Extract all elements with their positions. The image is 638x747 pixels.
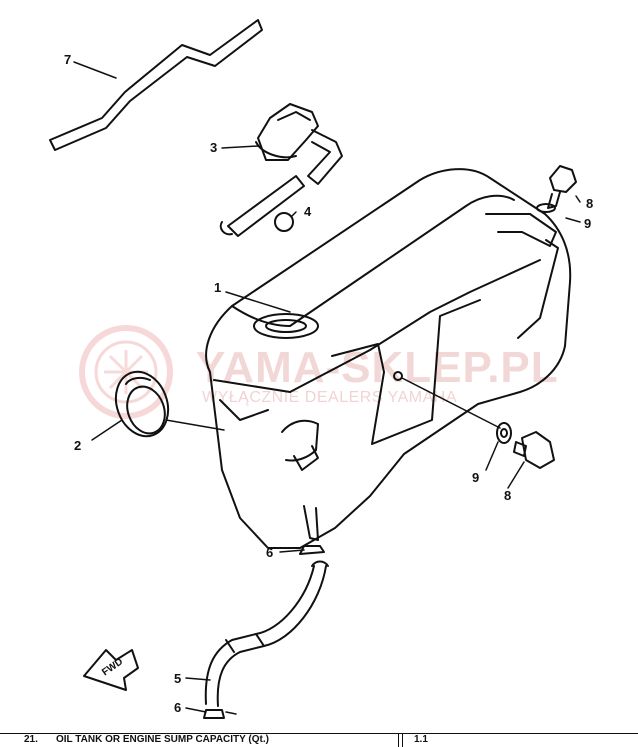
spec-divider [398,734,399,747]
part-9-washer-top [536,203,556,213]
part-3-tank-cap [255,103,343,185]
part-6-clip-lower [203,709,225,719]
spec-label: OIL TANK OR ENGINE SUMP CAPACITY (Qt.) [56,734,269,745]
callout-3: 3 [210,140,217,155]
watermark-logo-icon [79,325,173,419]
part-8-bolt-top [547,165,577,209]
spec-row: 21. OIL TANK OR ENGINE SUMP CAPACITY (Qt… [0,733,638,747]
watermark: YAMA-SKLEP.PL WYŁĄCZNIE DEALERS YAMAHA [79,325,559,419]
callout-9-top: 9 [584,216,591,231]
callout-2: 2 [74,438,81,453]
callout-5: 5 [174,671,181,686]
part-7-cushion-strip [49,19,263,151]
part-5-oil-hose [204,560,329,707]
callout-8-top: 8 [586,196,593,211]
breather-pipe [219,175,305,237]
leader-lines [73,61,581,715]
spec-divider-double [402,734,403,747]
part-2-grommet [114,370,170,438]
spec-number: 21. [24,734,38,745]
part-6-clip-upper [299,545,325,555]
part-4-ball [274,212,294,232]
watermark-title: YAMA-SKLEP.PL [196,343,559,392]
callout-7: 7 [64,52,71,67]
callout-4: 4 [304,204,312,219]
callout-6-lower: 6 [174,700,181,715]
callout-8-right: 8 [504,488,511,503]
fwd-direction-icon [83,649,139,691]
watermark-subtitle: WYŁĄCZNIE DEALERS YAMAHA [202,389,457,406]
part-8-bolt-right [513,431,555,469]
part-9-washer-right [496,422,512,444]
callout-6-upper: 6 [266,545,273,560]
fwd-label: FWD [100,656,125,678]
callout-9-right: 9 [472,470,479,485]
callout-1: 1 [214,280,221,295]
part-1-oil-tank [205,168,572,549]
spec-value: 1.1 [414,734,428,745]
